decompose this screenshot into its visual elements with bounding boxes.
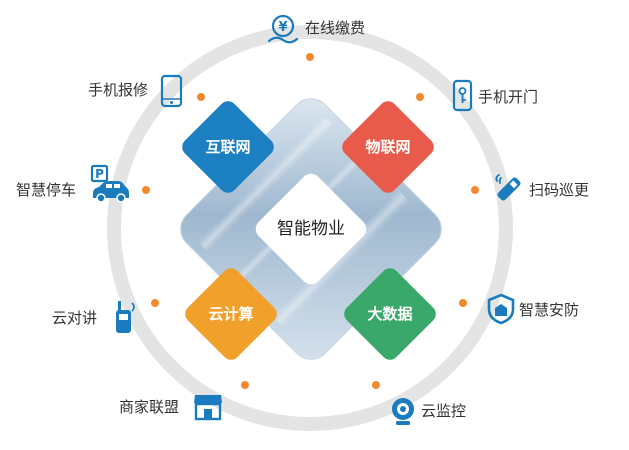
- ring-dot: [459, 299, 467, 307]
- service-label-cloud-monitor: 云监控: [421, 401, 466, 421]
- tile-label-cloud-computing: 云计算: [201, 304, 261, 324]
- parking-car-icon: P: [89, 164, 131, 204]
- service-label-cloud-intercom: 云对讲: [52, 308, 97, 328]
- ring-dot: [197, 93, 205, 101]
- ring-dot: [151, 299, 159, 307]
- scanner-icon: [492, 172, 526, 206]
- camera-icon: [388, 396, 418, 428]
- ring-dot: [416, 93, 424, 101]
- service-label-smart-security: 智慧安防: [519, 300, 579, 320]
- storefront-icon: [192, 392, 224, 422]
- phone-key-icon: [451, 79, 475, 113]
- mobile-phone-icon: [160, 74, 184, 108]
- service-label-smart-parking: 智慧停车: [16, 180, 76, 200]
- svg-text:P: P: [95, 167, 104, 181]
- ring-dot: [241, 381, 249, 389]
- ring-dot: [142, 186, 150, 194]
- tile-label-big-data: 大数据: [360, 304, 420, 324]
- service-label-merchant-alliance: 商家联盟: [119, 397, 179, 417]
- service-label-phone-door: 手机开门: [478, 87, 538, 107]
- service-label-scan-patrol: 扫码巡更: [529, 180, 589, 200]
- ring-dot: [306, 53, 314, 61]
- security-shield-icon: [486, 293, 516, 325]
- svg-text:¥: ¥: [278, 20, 287, 35]
- service-label-online-payment: 在线缴费: [305, 18, 365, 38]
- ring-dot: [372, 381, 380, 389]
- tile-label-iot: 物联网: [358, 137, 418, 157]
- center-label: 智能物业: [261, 218, 361, 240]
- walkie-talkie-icon: [112, 299, 138, 335]
- ring-dot: [471, 186, 479, 194]
- tile-label-internet: 互联网: [198, 137, 258, 157]
- service-label-mobile-repair: 手机报修: [88, 80, 148, 100]
- yuan-payment-icon: ¥: [266, 13, 300, 47]
